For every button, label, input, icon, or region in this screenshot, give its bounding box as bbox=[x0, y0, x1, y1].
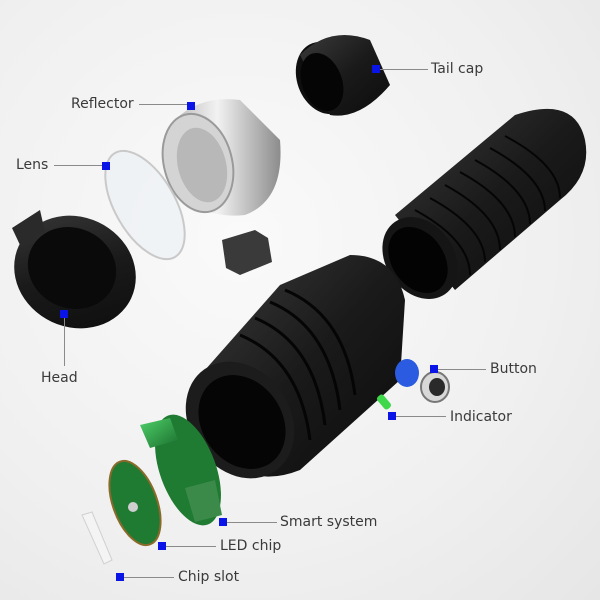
indicator-leader bbox=[396, 416, 446, 417]
lens-label: Lens bbox=[16, 157, 49, 173]
battery-tube-part bbox=[382, 108, 587, 299]
chip-slot-leader bbox=[124, 577, 174, 578]
button-label: Button bbox=[490, 361, 537, 377]
led-chip-marker bbox=[158, 542, 166, 550]
lens-part bbox=[104, 149, 186, 261]
led-chip-label: LED chip bbox=[220, 538, 282, 554]
chip-slot-label: Chip slot bbox=[178, 569, 240, 585]
chip-slot-part bbox=[81, 511, 113, 565]
head-part bbox=[12, 210, 136, 329]
tail-cap-label: Tail cap bbox=[431, 61, 484, 77]
smart-system-leader bbox=[227, 522, 277, 523]
lens-leader bbox=[54, 165, 102, 166]
indicator-marker bbox=[388, 412, 396, 420]
usb-cover-part bbox=[222, 230, 272, 275]
indicator-part bbox=[377, 394, 391, 410]
reflector-label: Reflector bbox=[71, 96, 134, 112]
button-cover-part bbox=[395, 359, 419, 387]
head-leader bbox=[64, 318, 65, 366]
smart-system-label: Smart system bbox=[280, 514, 378, 530]
reflector-marker bbox=[187, 102, 195, 110]
head-label: Head bbox=[41, 370, 78, 386]
chip-slot-marker bbox=[116, 573, 124, 581]
led-chip-part bbox=[108, 459, 162, 547]
led-chip-leader bbox=[166, 546, 216, 547]
reflector-part bbox=[161, 99, 281, 216]
smart-system-marker bbox=[219, 518, 227, 526]
lens-marker bbox=[102, 162, 110, 170]
tail-cap-leader bbox=[380, 69, 428, 70]
tail-cap-part bbox=[295, 35, 390, 116]
reflector-leader bbox=[139, 104, 187, 105]
head-marker bbox=[60, 310, 68, 318]
button-switch-part bbox=[420, 371, 450, 403]
button-marker bbox=[430, 365, 438, 373]
main-body-part bbox=[185, 255, 405, 479]
indicator-label: Indicator bbox=[450, 409, 512, 425]
button-leader bbox=[438, 369, 486, 370]
tail-cap-marker bbox=[372, 65, 380, 73]
smart-system-part bbox=[140, 414, 222, 526]
